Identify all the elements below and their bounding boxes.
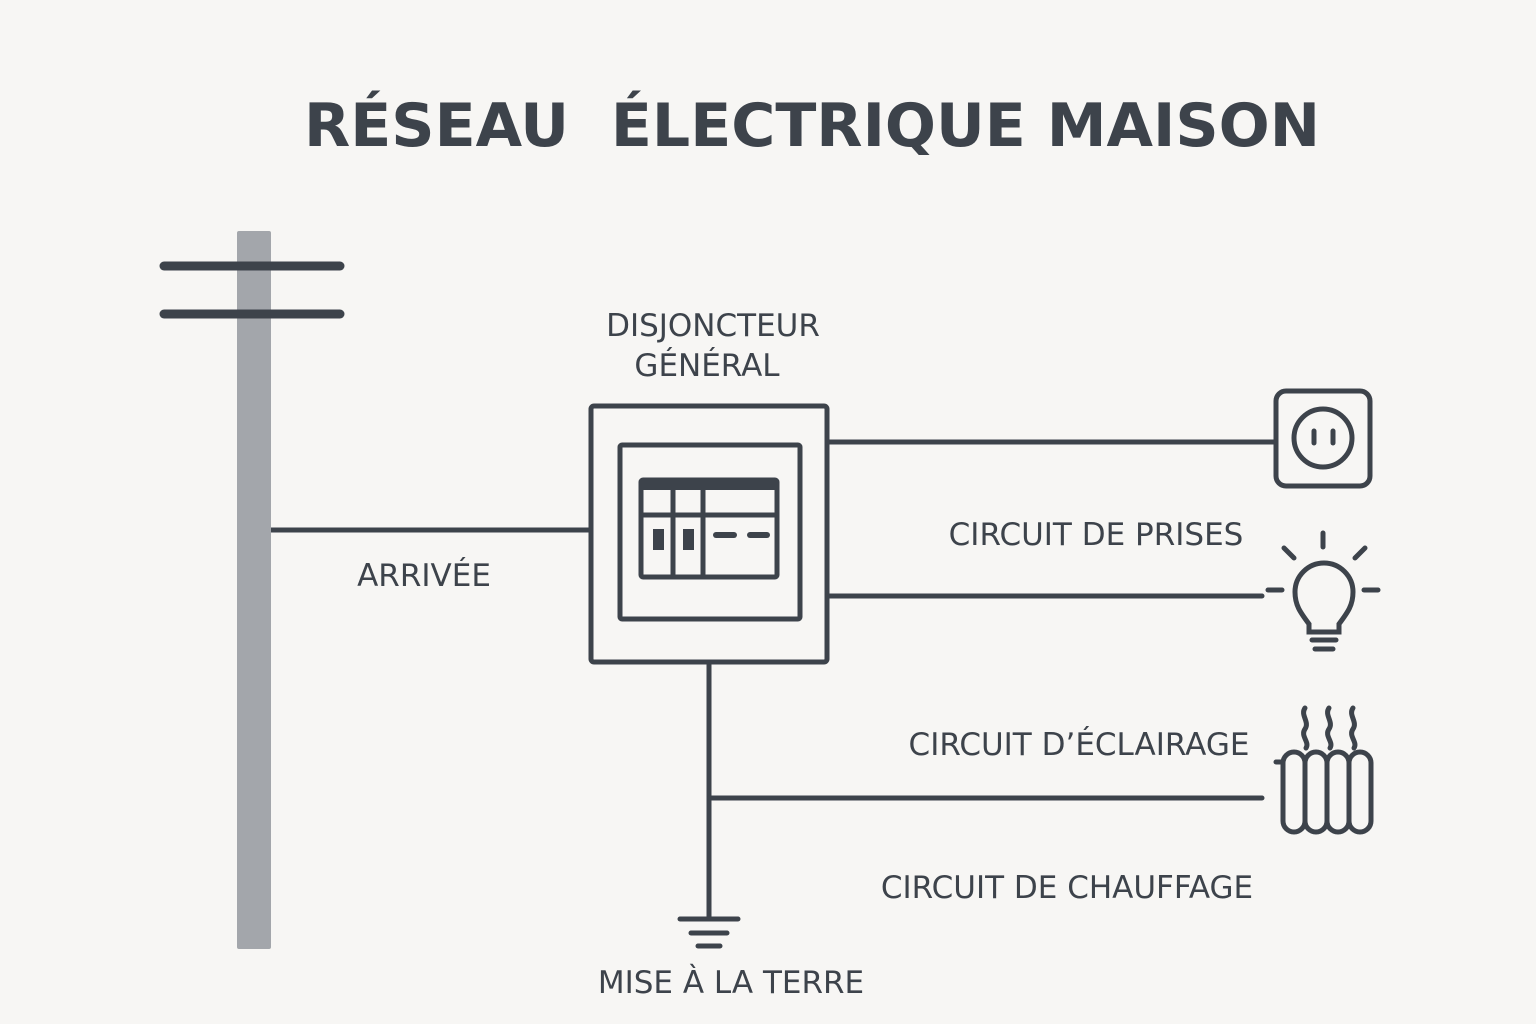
light-bulb-icon <box>1265 530 1381 652</box>
arrivee-label: ARRIVÉE <box>357 558 491 594</box>
diagram-title: RÉSEAU ÉLECTRIQUE MAISON <box>304 89 1320 161</box>
breaker-panel-icon <box>588 403 830 665</box>
lighting-label: CIRCUIT D’ÉCLAIRAGE <box>909 727 1250 763</box>
utility-pole-icon <box>159 231 345 949</box>
radiator-icon <box>1273 705 1374 835</box>
power-outlet-icon <box>1273 388 1373 489</box>
outlets-label: CIRCUIT DE PRISES <box>949 517 1244 553</box>
breaker-label-line2: GÉNÉRAL <box>634 348 780 384</box>
ground-symbol-icon <box>677 916 741 949</box>
breaker-label-line1: DISJONCTEUR <box>606 308 820 344</box>
heating-label: CIRCUIT DE CHAUFFAGE <box>881 870 1253 906</box>
ground-label: MISE À LA TERRE <box>598 965 864 1001</box>
